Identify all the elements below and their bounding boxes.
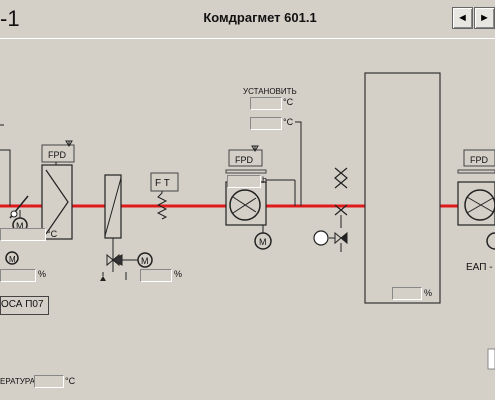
fpd-sensor-1: [41, 144, 75, 163]
svg-text:M: M: [141, 256, 149, 266]
setpoint-field-1[interactable]: [250, 97, 282, 110]
chamber-pct-field: [392, 287, 422, 300]
setpoint-unit-1: °C: [283, 97, 294, 107]
arrow-right-icon: ►: [479, 12, 490, 24]
temperature-field: [34, 375, 64, 388]
svg-text:F T: F T: [155, 178, 170, 189]
page-title: Комдрагмет 601.1: [203, 10, 317, 25]
arrow-left-icon: ◄: [457, 12, 468, 24]
setpoint-field-2[interactable]: [250, 117, 282, 130]
setpoint-unit-2: °C: [283, 117, 294, 127]
osa-button[interactable]: ОСА П07: [0, 296, 49, 315]
fpd-sensor-2: [228, 149, 263, 167]
svg-text:M: M: [259, 237, 267, 247]
temp-unit-left: °C: [47, 229, 58, 239]
valve-indicator-icon: [313, 230, 329, 246]
pct-unit-left: %: [38, 269, 47, 279]
temp-field-left: [0, 228, 46, 241]
fan-hours-field: [227, 175, 261, 188]
title-separator: [0, 38, 495, 39]
fan-hours-unit: h: [262, 175, 268, 185]
window-id-fragment: -1: [0, 6, 20, 31]
valve-pct-field[interactable]: [140, 269, 172, 282]
svg-text:M: M: [9, 255, 16, 264]
fan-2-motor-icon: [486, 232, 495, 250]
filter-1: [41, 164, 73, 240]
fpd-sensor-3: [463, 149, 495, 167]
svg-text:FPD: FPD: [235, 155, 254, 165]
next-page-button[interactable]: ►: [474, 7, 495, 29]
svg-text:M: M: [16, 221, 24, 231]
svg-text:FPD: FPD: [48, 150, 67, 160]
eap-label: ЕАП -: [466, 262, 493, 273]
pct-field-left[interactable]: [0, 269, 36, 282]
temperature-label: ЕРАТУРА: [0, 377, 35, 386]
chamber: [364, 72, 441, 304]
valve-pct-unit: %: [174, 269, 183, 279]
prev-page-button[interactable]: ◄: [452, 7, 473, 29]
chamber-pct-unit: %: [424, 288, 433, 298]
ft-sensor: [150, 172, 179, 192]
fan-motor-icon: [254, 232, 272, 250]
temperature-unit: °C: [65, 376, 76, 386]
setpoint-label: УСТАНОВИТЬ: [243, 87, 297, 96]
pump-motor-icon: [5, 251, 19, 265]
valve-motor-icon: [137, 252, 153, 268]
title-bar: -1 Комдрагмет 601.1 ◄ ►: [0, 0, 495, 39]
svg-text:FPD: FPD: [470, 155, 489, 165]
